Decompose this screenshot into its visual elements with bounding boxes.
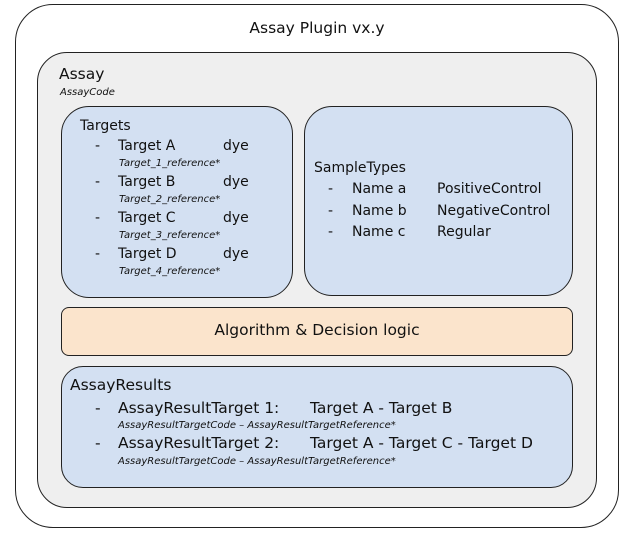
bullet: -: [95, 174, 101, 190]
result-target-name: AssayResultTarget 2:: [118, 434, 280, 452]
target-name: Target A: [118, 138, 176, 154]
result-target-reference: AssayResultTargetCode – AssayResultTarge…: [118, 456, 396, 467]
result-target-targets: Target A - Target C - Target D: [310, 434, 533, 452]
algorithm-box: Algorithm & Decision logic: [61, 307, 573, 356]
result-target-targets: Target A - Target B: [310, 399, 453, 417]
sample-type: Regular: [437, 224, 491, 240]
target-reference: Target_4_reference*: [119, 266, 221, 277]
bullet: -: [328, 224, 334, 240]
bullet: -: [328, 181, 334, 197]
result-target-reference: AssayResultTargetCode – AssayResultTarge…: [118, 420, 396, 431]
target-reference: Target_3_reference*: [119, 230, 221, 241]
sample-type: NegativeControl: [437, 203, 551, 219]
bullet: -: [328, 203, 334, 219]
sample-types-title: SampleTypes: [314, 160, 406, 176]
sample-name: Name b: [352, 203, 407, 219]
result-target-name: AssayResultTarget 1:: [118, 399, 280, 417]
bullet: -: [95, 138, 101, 154]
bullet: -: [95, 434, 101, 452]
sample-name: Name a: [352, 181, 407, 197]
target-dye: dye: [223, 246, 249, 262]
assay-title: Assay: [59, 65, 105, 83]
target-name: Target D: [118, 246, 177, 262]
target-dye: dye: [223, 174, 249, 190]
targets-box: Targets - Target A dye Target_1_referenc…: [61, 106, 293, 298]
assay-results-box: AssayResults - AssayResultTarget 1: Targ…: [61, 366, 573, 488]
targets-title: Targets: [80, 118, 131, 134]
assay-code: AssayCode: [60, 87, 115, 98]
target-name: Target B: [118, 174, 176, 190]
sample-name: Name c: [352, 224, 406, 240]
target-name: Target C: [118, 210, 176, 226]
bullet: -: [95, 210, 101, 226]
target-dye: dye: [223, 138, 249, 154]
plugin-title: Assay Plugin vx.y: [249, 19, 385, 37]
sample-types-box: SampleTypes - Name a PositiveControl - N…: [304, 106, 573, 296]
bullet: -: [95, 246, 101, 262]
target-dye: dye: [223, 210, 249, 226]
algorithm-label: Algorithm & Decision logic: [214, 321, 420, 339]
sample-type: PositiveControl: [437, 181, 542, 197]
target-reference: Target_1_reference*: [119, 158, 221, 169]
target-reference: Target_2_reference*: [119, 194, 221, 205]
bullet: -: [95, 399, 101, 417]
assay-results-title: AssayResults: [70, 376, 172, 394]
